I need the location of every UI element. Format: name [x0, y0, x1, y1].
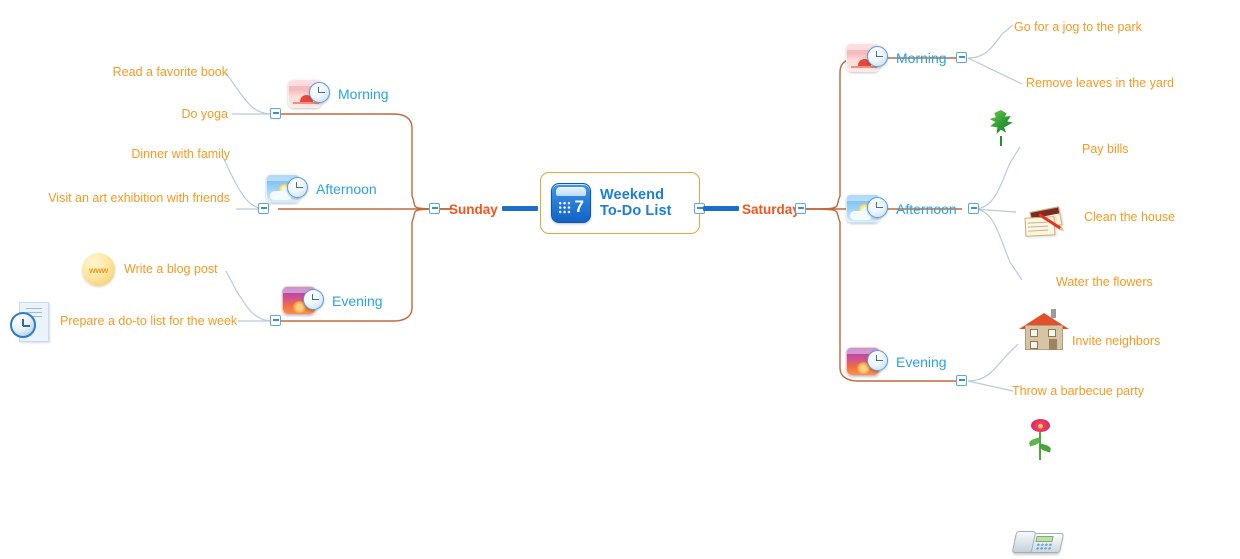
task-sunday-afternoon-2[interactable]: Visit an art exhibition with friends: [48, 191, 230, 205]
task-saturday-evening-2[interactable]: Throw a barbecue party: [1012, 384, 1145, 398]
toggle-saturday-afternoon[interactable]: [968, 203, 979, 214]
toggle-saturday-evening[interactable]: [956, 375, 967, 386]
sunday-collapse-toggle[interactable]: [429, 203, 440, 214]
bills-pen-icon: [1021, 206, 1069, 244]
period-label-sunday-afternoon: Afternoon: [316, 181, 377, 197]
period-node-sunday-afternoon[interactable]: Afternoon: [266, 174, 377, 204]
calendar-grid-dots: [558, 201, 571, 214]
www-icon: www: [82, 253, 115, 286]
period-label-sunday-morning: Morning: [338, 86, 389, 102]
task-sunday-afternoon-1[interactable]: Dinner with family: [131, 147, 230, 161]
mind-map-canvas: 7 Weekend To-Do List Sunday Saturday Mor…: [0, 0, 1240, 430]
period-label-saturday-evening: Evening: [896, 354, 947, 370]
day-label-saturday[interactable]: Saturday: [742, 202, 800, 217]
link-sunday-to-center: [502, 206, 538, 211]
task-sunday-evening-2[interactable]: Prepare a do-to list for the week: [60, 314, 238, 328]
task-sunday-evening-1[interactable]: Write a blog post: [124, 262, 218, 276]
central-title-line2: To-Do List: [600, 203, 672, 219]
sunset-clock-icon: [846, 347, 888, 377]
document-clock-icon: [10, 300, 50, 345]
toggle-sunday-afternoon[interactable]: [258, 203, 269, 214]
period-node-sunday-evening[interactable]: Evening: [282, 286, 383, 316]
house-icon: [1018, 309, 1070, 351]
saturday-collapse-toggle[interactable]: [795, 203, 806, 214]
toggle-sunday-morning[interactable]: [270, 108, 281, 119]
central-title-line1: Weekend: [600, 187, 665, 203]
task-sunday-morning-1[interactable]: Read a favorite book: [112, 65, 228, 79]
task-saturday-morning-1[interactable]: Go for a jog to the park: [1014, 20, 1142, 34]
period-label-sunday-evening: Evening: [332, 293, 383, 309]
period-node-sunday-morning[interactable]: Morning: [288, 79, 389, 109]
task-saturday-afternoon-1[interactable]: Pay bills: [1082, 142, 1129, 156]
central-node[interactable]: 7 Weekend To-Do List: [540, 172, 700, 234]
sunrise-clock-icon: [288, 79, 330, 109]
sunrise-clock-icon: [846, 43, 888, 73]
toggle-sunday-evening[interactable]: [270, 315, 281, 326]
period-node-saturday-evening[interactable]: Evening: [846, 347, 947, 377]
toggle-saturday-morning[interactable]: [956, 52, 967, 63]
page-title: Weekend To-Do List: [600, 187, 672, 219]
period-node-saturday-morning[interactable]: Morning: [846, 43, 947, 73]
link-saturday-to-center: [703, 206, 739, 211]
telephone-icon: [1011, 525, 1066, 559]
calendar-day-number: 7: [574, 197, 584, 216]
period-label-saturday-morning: Morning: [896, 50, 947, 66]
task-saturday-morning-2[interactable]: Remove leaves in the yard: [1026, 76, 1174, 90]
flower-icon: [1026, 419, 1054, 461]
task-saturday-evening-1[interactable]: Invite neighbors: [1072, 334, 1161, 348]
daytime-clock-icon: [266, 174, 308, 204]
task-saturday-afternoon-3[interactable]: Water the flowers: [1056, 275, 1153, 289]
leaf-icon: [985, 109, 1019, 147]
period-node-saturday-afternoon[interactable]: Afternoon: [846, 194, 957, 224]
daytime-clock-icon: [846, 194, 888, 224]
task-sunday-morning-2[interactable]: Do yoga: [181, 107, 228, 121]
task-saturday-afternoon-2[interactable]: Clean the house: [1084, 210, 1176, 224]
calendar-icon: 7: [551, 183, 591, 223]
period-label-saturday-afternoon: Afternoon: [896, 201, 957, 217]
day-label-sunday[interactable]: Sunday: [449, 202, 498, 217]
sunset-clock-icon: [282, 286, 324, 316]
